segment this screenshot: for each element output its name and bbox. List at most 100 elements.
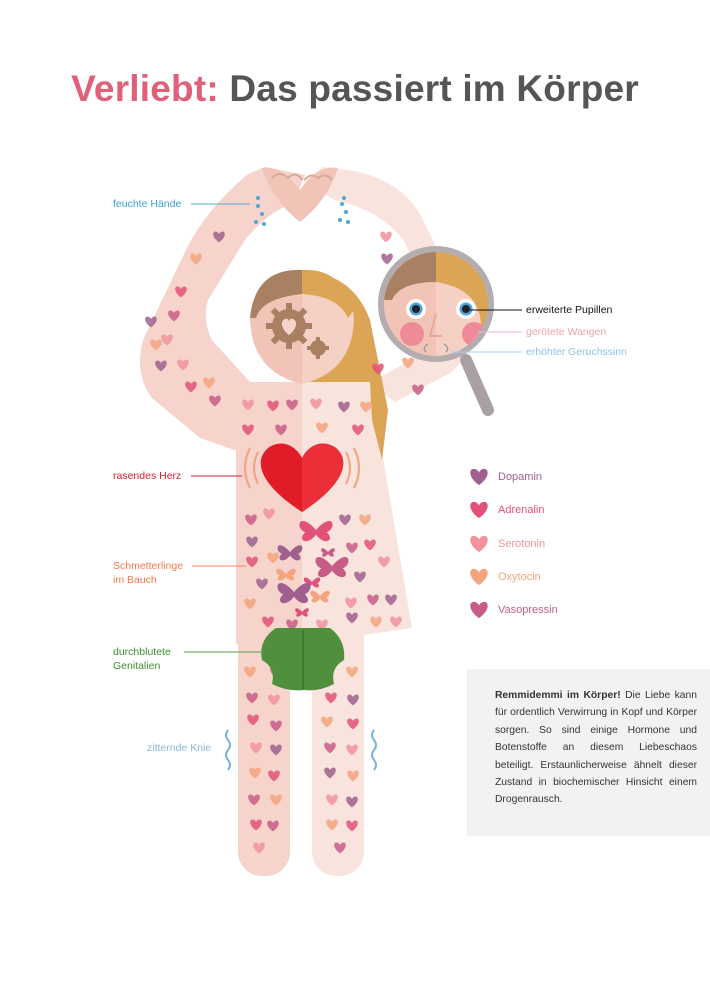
hand-knuckles-left xyxy=(271,173,303,181)
hormone-hearts xyxy=(145,231,438,854)
label-smell: erhöhter Geruchssinn xyxy=(526,346,627,358)
hormone-heart xyxy=(168,310,180,322)
hormone-heart xyxy=(246,536,258,548)
label-pupils: erweiterte Pupillen xyxy=(526,304,613,316)
hormone-heart xyxy=(263,508,275,520)
knee-shake-left-icon xyxy=(225,729,231,771)
hormone-heart xyxy=(242,399,254,411)
legend-item-oxytocin: Oxytocin xyxy=(468,567,541,587)
legend-heart-icon xyxy=(470,502,488,519)
butterfly-icon xyxy=(299,521,333,542)
legend-item-adrenalin: Adrenalin xyxy=(468,500,544,520)
leader-lines xyxy=(184,203,522,653)
info-box-text: Die Liebe kann für ordentlich Verwirrung… xyxy=(495,690,697,806)
butterfly-icon xyxy=(310,590,330,603)
legend-heart-icon xyxy=(470,602,488,619)
hormone-heart xyxy=(248,794,260,806)
hormone-heart xyxy=(324,767,336,779)
hormone-heart xyxy=(339,514,351,526)
hormone-heart xyxy=(364,539,376,551)
hormone-heart xyxy=(155,360,167,372)
knee-shake-right-icon xyxy=(371,729,377,771)
hormone-heart xyxy=(346,820,358,832)
legend-label: Oxytocin xyxy=(498,570,541,583)
hormone-heart xyxy=(244,598,256,610)
butterfly-icon xyxy=(277,545,303,561)
label-cheeks: gerötete Wangen xyxy=(526,326,607,338)
sweat-drops-icon xyxy=(254,196,350,226)
hormone-heart xyxy=(286,399,298,411)
hormone-heart xyxy=(177,359,189,371)
torso-right xyxy=(302,382,412,644)
hormone-heart xyxy=(256,578,268,590)
hormone-heart xyxy=(385,594,397,606)
legend-label: Vasopressin xyxy=(498,604,558,617)
hormone-heart xyxy=(346,612,358,624)
hormone-heart xyxy=(346,542,358,554)
left-arm xyxy=(140,167,305,452)
hormone-heart xyxy=(161,334,173,346)
hormone-heart xyxy=(250,742,262,754)
hormone-heart xyxy=(380,231,392,243)
label-butterflies: Schmetterlinge im Bauch xyxy=(113,560,184,586)
hormone-heart xyxy=(267,820,279,832)
hormone-heart xyxy=(367,594,379,606)
hormone-heart xyxy=(209,395,221,407)
hormone-heart xyxy=(268,694,280,706)
legend-heart-icon xyxy=(470,568,488,585)
hormone-heart xyxy=(267,400,279,412)
hormone-heart xyxy=(360,401,372,413)
hormone-heart xyxy=(246,556,258,568)
hormone-heart xyxy=(145,316,157,328)
hand-heart xyxy=(262,167,338,222)
hormone-heart xyxy=(175,286,187,298)
hormone-heart xyxy=(245,514,257,526)
legend-label: Serotonin xyxy=(498,537,546,550)
info-box: Remmidemmi im Körper! Die Liebe kann für… xyxy=(467,669,710,836)
blonde-hair-top xyxy=(302,269,354,318)
legend-heart-icon xyxy=(470,468,488,486)
hormone-heart xyxy=(253,842,265,854)
hormone-heart xyxy=(347,694,359,706)
hormone-heart xyxy=(346,796,358,808)
hormone-heart xyxy=(338,401,350,413)
legend-heart-icon xyxy=(470,535,488,552)
hormone-heart xyxy=(270,720,282,732)
hormone-heart xyxy=(249,767,261,779)
hormone-heart xyxy=(412,384,424,396)
hormone-heart xyxy=(321,716,333,728)
hormone-heart xyxy=(346,744,358,756)
hormone-heart xyxy=(250,819,262,831)
hormone-heart xyxy=(150,339,162,351)
hormone-heart xyxy=(370,616,382,628)
hormone-heart xyxy=(286,619,298,631)
title-accent: Verliebt: xyxy=(71,68,219,109)
hormone-heart xyxy=(372,363,384,375)
hormone-heart xyxy=(352,424,364,436)
hormone-heart xyxy=(390,616,402,628)
hormone-heart xyxy=(262,616,274,628)
legend-item-serotonin: Serotonin xyxy=(468,534,545,554)
hormone-heart xyxy=(310,398,322,410)
butterfly-icon xyxy=(321,548,335,557)
legend-item-dopamin: Dopamin xyxy=(468,467,542,487)
butterfly-icon xyxy=(277,583,311,604)
hormone-heart xyxy=(378,556,390,568)
butterflies-icon xyxy=(276,521,349,617)
page-title: Verliebt: Das passiert im Körper xyxy=(0,68,710,110)
hormone-heart xyxy=(334,842,346,854)
hormone-heart xyxy=(347,770,359,782)
hormone-heart xyxy=(402,357,414,369)
hormone-heart xyxy=(381,253,393,265)
label-knees: zitternde Knie xyxy=(147,742,212,754)
heart-highlight xyxy=(302,443,344,512)
magnifier-icon xyxy=(378,246,494,416)
hormone-heart xyxy=(268,770,280,782)
label-hands: feuchte Hände xyxy=(113,198,182,210)
info-box-heading: Remmidemmi im Körper! xyxy=(495,690,621,701)
hormone-heart xyxy=(347,718,359,730)
legend-item-vasopressin: Vasopressin xyxy=(468,600,558,620)
hormone-heart xyxy=(325,692,337,704)
butterfly-icon xyxy=(276,568,296,581)
